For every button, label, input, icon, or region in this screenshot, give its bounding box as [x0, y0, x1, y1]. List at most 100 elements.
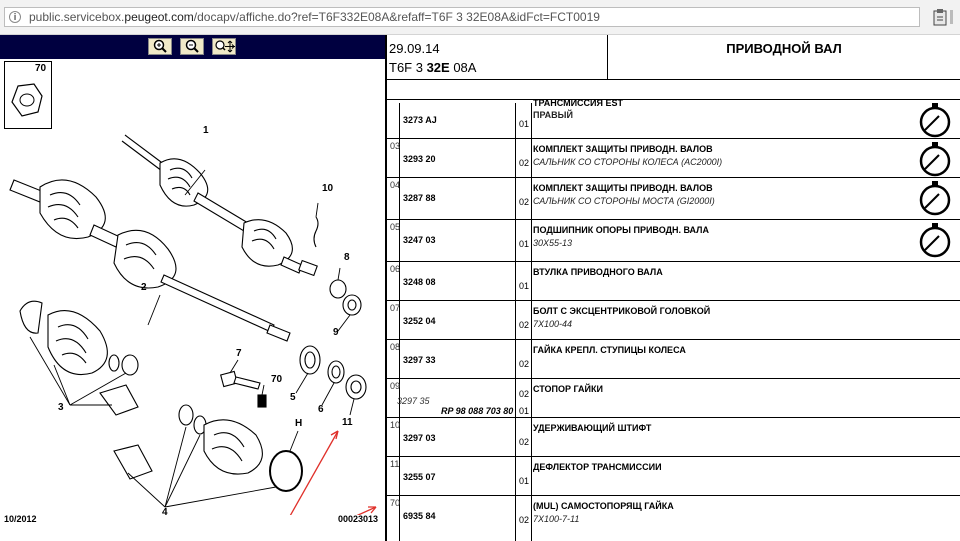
header-reference: T6F 3 32E 08A — [389, 60, 477, 75]
part-subdescription: САЛЬНИК СО СТОРОНЫ КОЛЕСА (AC2000I) — [533, 157, 723, 167]
zoom-out-button[interactable] — [180, 38, 204, 55]
info-icon[interactable]: i — [9, 11, 21, 23]
quantity: 01 — [519, 239, 530, 249]
col-line-part — [515, 103, 516, 541]
part-description: УДЕРЖИВАЮЩИЙ ШТИФТ — [533, 423, 652, 433]
part-number[interactable]: 3255 07 — [403, 472, 436, 482]
pan-icon — [215, 40, 235, 53]
diagram-code: 00023013 — [338, 514, 379, 524]
zoom-out-icon — [185, 39, 199, 53]
part-description: ГАЙКА КРЕПЛ. СТУПИЦЫ КОЛЕСА — [533, 345, 686, 355]
part-number-superseded[interactable]: 3297 35 — [397, 396, 430, 406]
table-row[interactable]: 06 3248 08 01 ВТУЛКА ПРИВОДНОГО ВАЛА — [387, 261, 960, 300]
table-row[interactable]: 03 3293 20 02 КОМПЛЕКТ ЗАЩИТЫ ПРИВОДН. В… — [387, 138, 960, 177]
pan-button[interactable] — [212, 38, 236, 55]
browser-toolbar: i public.servicebox.peugeot.com/docapv/a… — [0, 0, 960, 35]
overflow-icon[interactable] — [948, 8, 956, 26]
clipboard-icon[interactable] — [932, 8, 948, 26]
stopwatch-icon[interactable] — [917, 222, 953, 258]
part-number[interactable]: 3247 03 — [403, 235, 436, 245]
col-line-qty — [531, 103, 532, 541]
parts-table: 3273 AJ 01 ТРАНСМИССИЯ EST ПРАВЫЙ 03 329… — [387, 98, 960, 534]
part-subdescription: 7X100-44 — [533, 319, 573, 329]
quantity: 02 — [519, 437, 530, 447]
item-number: 04 — [390, 180, 401, 190]
table-row[interactable]: 08 3297 33 02 ГАЙКА КРЕПЛ. СТУПИЦЫ КОЛЕС… — [387, 339, 960, 378]
drive-shaft-1 — [121, 134, 318, 277]
callout-7: 7 — [236, 348, 242, 359]
table-row[interactable]: 04 3287 88 02 КОМПЛЕКТ ЗАЩИТЫ ПРИВОДН. В… — [387, 177, 960, 219]
part-description: КОМПЛЕКТ ЗАЩИТЫ ПРИВОДН. ВАЛОВ — [533, 144, 713, 154]
quantity: 01 — [519, 281, 530, 291]
item-number: 10 — [390, 420, 401, 430]
callout-6: 6 — [318, 404, 324, 415]
table-row[interactable]: 09 3297 35 RP 98 088 703 80 02 01 СТОПОР… — [387, 378, 960, 417]
part-subdescription: ПРАВЫЙ — [533, 110, 573, 120]
part-description: СТОПОР ГАЙКИ — [533, 384, 603, 394]
table-row[interactable]: 10 3297 03 02 УДЕРЖИВАЮЩИЙ ШТИФТ — [387, 417, 960, 456]
part-description: ВТУЛКА ПРИВОДНОГО ВАЛА — [533, 267, 663, 277]
url-text[interactable]: public.servicebox.peugeot.com/docapv/aff… — [29, 10, 600, 24]
page-title: ПРИВОДНОЙ ВАЛ — [726, 41, 842, 56]
inset-box: 70 — [4, 61, 52, 129]
quantity: 02 — [519, 158, 530, 168]
item-number: 05 — [390, 222, 401, 232]
callout-70: 70 — [271, 374, 283, 385]
part-number[interactable]: 6935 84 — [403, 511, 436, 521]
parts-header: 29.09.14 T6F 3 32E 08A ПРИВОДНОЙ ВАЛ — [387, 35, 960, 80]
replacement-part-number[interactable]: RP 98 088 703 80 — [441, 406, 514, 416]
quantity: 02 — [519, 320, 530, 330]
stopwatch-icon[interactable] — [917, 180, 953, 216]
diagram-panel: 70 — [0, 35, 385, 541]
part-description: (MUL) САМОСТОПОРЯЩ ГАЙКА — [533, 501, 674, 511]
table-row[interactable]: 11 3255 07 01 ДЕФЛЕКТОР ТРАНСМИССИИ — [387, 456, 960, 495]
nut-icon — [11, 83, 43, 117]
stopwatch-icon[interactable] — [917, 141, 953, 177]
stopwatch-icon[interactable] — [917, 102, 953, 138]
callout-11: 11 — [342, 417, 353, 428]
part-description: ПОДШИПНИК ОПОРЫ ПРИВОДН. ВАЛА — [533, 225, 709, 235]
quantity: 02 — [519, 197, 530, 207]
item-number: 03 — [390, 141, 401, 151]
exploded-view-drawing — [9, 134, 377, 515]
zoom-toolbar — [0, 35, 385, 59]
part-number[interactable]: 3297 33 — [403, 355, 436, 365]
part-number[interactable]: 3273 AJ — [403, 115, 437, 125]
parts-panel: 29.09.14 T6F 3 32E 08A ПРИВОДНОЙ ВАЛ 327… — [387, 35, 960, 541]
callout-9: 9 — [333, 327, 339, 338]
item-number: 08 — [390, 342, 401, 352]
callout-h: H — [295, 418, 303, 429]
part-number[interactable]: 3248 08 — [403, 277, 436, 287]
item-number: 09 — [390, 381, 401, 391]
zoom-in-button[interactable] — [148, 38, 172, 55]
item-number: 11 — [390, 459, 400, 469]
part-subdescription: 7X100-7-11 — [533, 514, 580, 524]
table-row[interactable]: 70 6935 84 02 (MUL) САМОСТОПОРЯЩ ГАЙКА 7… — [387, 495, 960, 534]
part-number[interactable]: 3297 03 — [403, 433, 436, 443]
part-subdescription: 30X55-13 — [533, 238, 573, 248]
item-number: 06 — [390, 264, 401, 274]
callout-2: 2 — [141, 282, 147, 293]
callout-4: 4 — [162, 507, 168, 518]
callout-5: 5 — [290, 392, 296, 403]
quantity: 02 — [519, 389, 530, 399]
drive-shaft-2 — [9, 179, 291, 342]
part-description: ДЕФЛЕКТОР ТРАНСМИССИИ — [533, 462, 662, 472]
panel-divider — [385, 35, 387, 541]
inset-number: 70 — [35, 63, 47, 74]
part-description: ТРАНСМИССИЯ EST — [533, 98, 623, 108]
quantity: 02 — [519, 515, 530, 525]
item-number: 07 — [390, 303, 401, 313]
address-bar[interactable]: i public.servicebox.peugeot.com/docapv/a… — [4, 7, 920, 27]
part-number[interactable]: 3293 20 — [403, 154, 436, 164]
table-row[interactable]: 3273 AJ 01 ТРАНСМИССИЯ EST ПРАВЫЙ — [387, 98, 960, 138]
header-separator — [607, 35, 608, 79]
part-description: КОМПЛЕКТ ЗАЩИТЫ ПРИВОДН. ВАЛОВ — [533, 183, 713, 193]
table-row[interactable]: 05 3247 03 01 ПОДШИПНИК ОПОРЫ ПРИВОДН. В… — [387, 219, 960, 261]
table-row[interactable]: 07 3252 04 02 БОЛТ С ЭКСЦЕНТРИКОВОЙ ГОЛО… — [387, 300, 960, 339]
header-date: 29.09.14 — [389, 41, 440, 56]
callout-10: 10 — [322, 183, 334, 194]
callout-1: 1 — [203, 125, 209, 136]
part-number[interactable]: 3287 88 — [403, 193, 436, 203]
part-number[interactable]: 3252 04 — [403, 316, 436, 326]
